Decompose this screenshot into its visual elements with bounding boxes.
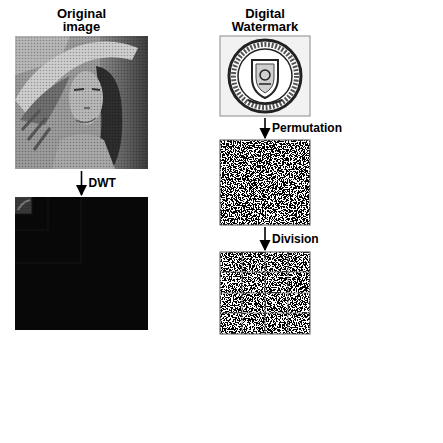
watermark-logo (220, 36, 310, 116)
dwt-image (15, 197, 148, 330)
divided-image (220, 252, 310, 334)
image-heading: Digital Watermark (223, 7, 307, 33)
step-label: Permutation (272, 121, 342, 135)
permuted-image (220, 140, 310, 225)
step-label: Division (272, 232, 319, 246)
arrow-connector (264, 118, 266, 138)
image-heading: Original image (40, 7, 124, 33)
dwt-image (15, 197, 148, 330)
permuted-watermark (220, 140, 310, 225)
arrow-connector (264, 227, 266, 250)
step-label: DWT (89, 176, 116, 190)
original-image: Original image (15, 36, 148, 169)
watermark-image: Digital Watermark (220, 36, 310, 116)
divided-watermark (220, 252, 310, 334)
arrow-connector (81, 171, 83, 195)
portrait-photo (15, 36, 148, 169)
